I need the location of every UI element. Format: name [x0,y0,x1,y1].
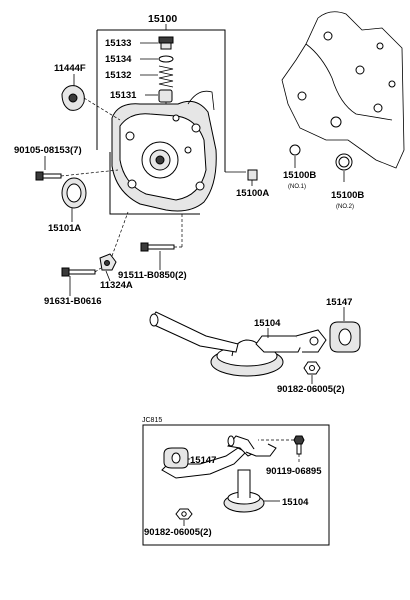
label-90182-bottom[interactable]: 90182-06005(2) [144,527,212,538]
assembly-bracket-top [97,29,226,172]
inset-frame [142,424,330,546]
plug-15133[interactable] [158,36,174,50]
label-90119[interactable]: 90119-06895 [266,466,322,477]
label-90182-top[interactable]: 90182-06005(2) [277,384,345,395]
oil-seal-15101a[interactable] [61,177,87,209]
label-15132[interactable]: 15132 [105,70,131,81]
nut-90182-bottom[interactable] [175,508,193,520]
inset-code: JC815 [142,417,162,424]
note-15100b-no2: (NO.2) [336,204,354,210]
pin-15100a[interactable] [247,169,258,181]
bolt-90119[interactable] [293,435,305,455]
label-91631[interactable]: 91631-B0616 [44,296,102,307]
label-15133[interactable]: 15133 [105,38,131,49]
label-15147-bottom[interactable]: 15147 [190,455,216,466]
oil-pump-body[interactable] [111,90,217,212]
label-15100b-no1[interactable]: 15100B [283,170,316,181]
label-15100a[interactable]: 15100A [236,188,269,199]
inset-jc815: JC815 15147 90119-06895 15104 [142,417,330,546]
o-ring-15100b-no1[interactable] [289,144,301,156]
bracket-11324a[interactable] [99,253,117,271]
note-15100b-no1: (NO.1) [288,184,306,190]
label-15147-top[interactable]: 15147 [326,297,352,308]
oil-pump-assembly-group: 15100 15133 15134 15132 15131 [14,13,269,234]
nut-90182-top[interactable] [303,361,321,375]
label-11444f[interactable]: 11444F [54,63,86,74]
valve-15131[interactable] [158,89,173,103]
leader-11324a [105,270,111,282]
oil-strainer-15104-bottom[interactable] [161,435,277,513]
label-91511[interactable]: 91511-B0850(2) [118,270,187,281]
label-15131[interactable]: 15131 [110,90,137,101]
label-15100b-no2[interactable]: 15100B [331,190,364,201]
gasket-15147-top[interactable] [329,321,361,353]
label-15104-top[interactable]: 15104 [254,318,281,329]
label-15101a[interactable]: 15101A [48,223,81,234]
bolt-91631[interactable] [61,267,96,277]
spring-15132[interactable] [158,65,174,88]
label-11324a[interactable]: 11324A [100,280,133,291]
label-15104-bottom[interactable]: 15104 [282,497,309,508]
gasket-15134[interactable] [158,55,174,63]
fitting-11444f[interactable] [61,85,85,111]
label-15134[interactable]: 15134 [105,54,132,65]
dash-91631 [94,267,102,273]
label-15100[interactable]: 15100 [148,13,177,25]
oil-strainer-15104-top[interactable] [149,311,327,377]
bolt-91511[interactable] [140,242,175,252]
dash-11444f [83,97,121,121]
gasket-15147-bottom[interactable] [163,447,189,469]
engine-block-outline [281,11,405,169]
assembly-bracket-inner [109,152,200,215]
o-ring-15100b-no2[interactable] [335,153,353,171]
bolt-90105[interactable] [35,171,62,181]
dash-90105 [60,169,119,177]
dash-11324a [111,211,129,257]
label-90105[interactable]: 90105-08153(7) [14,145,82,156]
